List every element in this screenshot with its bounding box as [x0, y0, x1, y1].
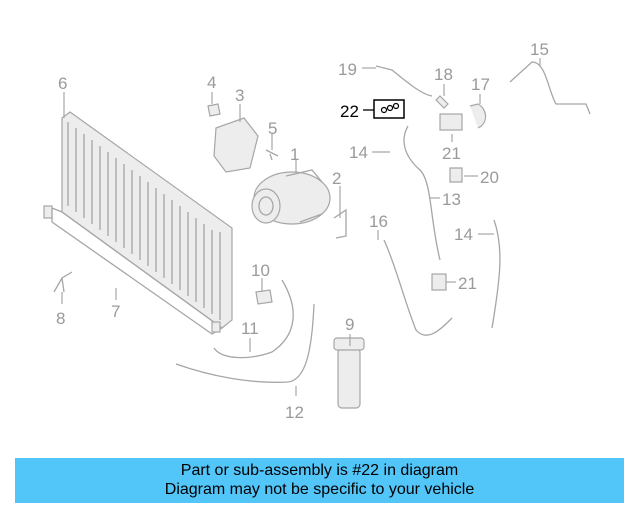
callout-22: 22 [340, 102, 359, 121]
parts-diagram: 1 2 3 4 5 6 7 8 9 10 11 12 13 14 14 15 1… [43, 40, 591, 422]
callout-11: 11 [241, 319, 259, 338]
fitting-17 [469, 103, 487, 129]
line-16 [383, 239, 453, 336]
callout-15: 15 [530, 40, 549, 59]
banner-line-1: Part or sub-assembly is #22 in diagram [180, 462, 459, 479]
hose-11 [213, 279, 294, 359]
callout-6: 6 [58, 74, 67, 93]
callout-19: 19 [338, 60, 357, 79]
callout-18: 18 [434, 65, 453, 84]
receiver-drier [333, 337, 365, 409]
line-13 [403, 125, 441, 261]
callout-5: 5 [268, 119, 277, 138]
bolt [265, 149, 279, 161]
oring-kit-22-box [373, 99, 405, 119]
callout-20: 20 [480, 168, 499, 187]
bushing [207, 103, 221, 117]
banner-line-2: Diagram may not be specific to your vehi… [164, 481, 475, 498]
callout-10: 10 [251, 261, 270, 280]
callout-4: 4 [207, 73, 216, 92]
switch-10 [255, 289, 273, 305]
callout-12: 12 [285, 403, 304, 422]
hose-15 [509, 61, 591, 115]
compressor [251, 169, 331, 225]
valve-18 [435, 95, 449, 109]
condenser [43, 111, 233, 335]
switch-20 [449, 167, 463, 183]
callout-17: 17 [471, 75, 490, 94]
callout-21-top: 21 [442, 144, 461, 163]
oring-kit-21-bottom [431, 273, 447, 291]
hose-12 [175, 303, 315, 383]
line-14-right [491, 219, 501, 329]
bracket [53, 271, 73, 293]
callout-9: 9 [345, 315, 354, 334]
callout-7: 7 [111, 302, 120, 321]
callout-16: 16 [369, 212, 388, 231]
callout-14-right: 14 [454, 225, 473, 244]
mounting-bracket [213, 117, 259, 173]
callout-14-left: 14 [349, 143, 368, 162]
line-19 [375, 65, 433, 97]
callout-13: 13 [442, 190, 461, 209]
callout-1: 1 [290, 145, 299, 164]
info-banner: Part or sub-assembly is #22 in diagram D… [15, 458, 624, 503]
oring-kit-21-top [439, 113, 463, 131]
callout-8: 8 [56, 309, 65, 328]
callout-3: 3 [235, 86, 244, 105]
callout-21-bottom: 21 [458, 274, 477, 293]
callout-2: 2 [332, 169, 341, 188]
